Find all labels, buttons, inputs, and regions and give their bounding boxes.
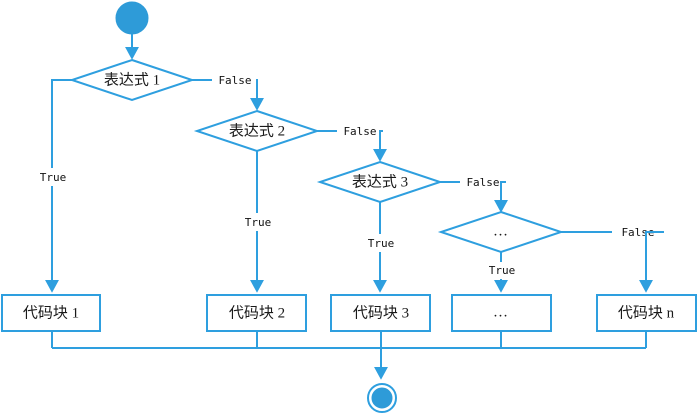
d3-false-label: False (466, 176, 499, 189)
d3-true-label-bg (361, 234, 401, 252)
decision-node-d4: … (437, 210, 565, 254)
b4-label: … (493, 304, 509, 320)
action-node-b3: 代码块 3 (330, 294, 431, 332)
d1-true-label-text: True (40, 171, 67, 184)
d1-diamond (68, 58, 196, 102)
start-circle (115, 1, 149, 35)
edge-d2-false-to-d3 (373, 130, 387, 162)
b5-label: 代码块 n (618, 304, 675, 321)
decision-node-d2: 表达式 2 (193, 109, 321, 153)
b3-label: 代码块 3 (353, 304, 409, 321)
action-node-b1: 代码块 1 (1, 294, 101, 332)
d4-true-label-bg (482, 262, 522, 279)
b1-rect (1, 294, 101, 332)
edge-d1-true-to-b1 (45, 79, 72, 293)
d2-true-label: True (245, 216, 272, 229)
d2-false-label: False (343, 125, 376, 138)
d1-label: 表达式 1 (104, 71, 160, 88)
decision-node-d1: 表达式 1 (68, 58, 196, 102)
d4-label: … (493, 223, 509, 239)
end-outer-ring (367, 383, 397, 413)
decision-node-d3: 表达式 3 (316, 160, 444, 204)
action-node-b2: 代码块 2 (206, 294, 307, 332)
action-node-b4: … (451, 294, 552, 332)
b2-rect (206, 294, 307, 332)
d4-true-label: True (489, 264, 516, 277)
d1-true-label-bg (33, 168, 73, 186)
b3-rect (330, 294, 431, 332)
b5-rect (596, 294, 697, 332)
d3-true-label: True (368, 237, 395, 250)
d3-label: 表达式 3 (352, 173, 408, 190)
end-node (367, 383, 397, 413)
edge-d4-false-to-b5 (639, 231, 664, 293)
edge-d3-false-to-d4 (494, 181, 508, 213)
b2-label: 代码块 2 (229, 304, 285, 321)
d1-false-label: False (218, 74, 251, 87)
d2-label: 表达式 2 (229, 122, 285, 139)
action-node-b5: 代码块 n (596, 294, 697, 332)
edge-d1-false-to-d2 (250, 79, 264, 111)
end-inner-circle (371, 387, 393, 409)
d2-true-label-bg (238, 213, 278, 231)
start-node (115, 1, 149, 35)
b1-label: 代码块 1 (23, 304, 79, 321)
